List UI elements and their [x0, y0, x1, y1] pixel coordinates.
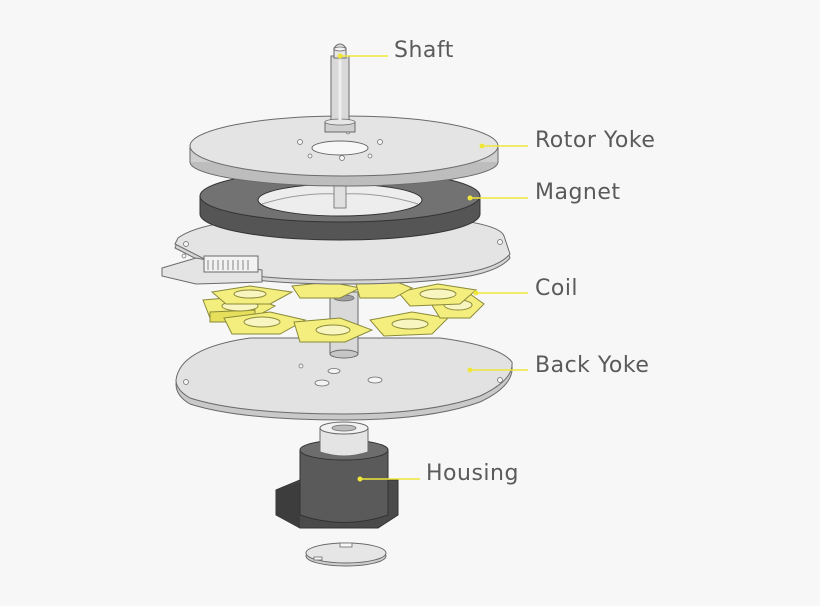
dot-magnet [467, 195, 473, 201]
dot-back-yoke [467, 367, 473, 373]
label-rotor-yoke: Rotor Yoke [535, 128, 656, 153]
leader-dots [337, 53, 485, 482]
leader-lines [340, 55, 528, 480]
housing-part [275, 421, 399, 529]
dot-rotor-yoke [479, 143, 485, 149]
label-coil: Coil [535, 276, 579, 301]
label-magnet: Magnet [535, 180, 621, 205]
back-yoke-part [175, 337, 513, 421]
dot-shaft [337, 53, 343, 59]
label-housing: Housing [426, 461, 519, 486]
bottom-disc [305, 542, 387, 567]
dot-housing [357, 476, 363, 482]
dot-coil [473, 290, 479, 296]
label-shaft: Shaft [394, 38, 454, 63]
label-back-yoke: Back Yoke [535, 353, 650, 378]
rotor-yoke-part [189, 115, 499, 187]
shaft-part [324, 43, 356, 133]
coil-ring [202, 279, 485, 343]
